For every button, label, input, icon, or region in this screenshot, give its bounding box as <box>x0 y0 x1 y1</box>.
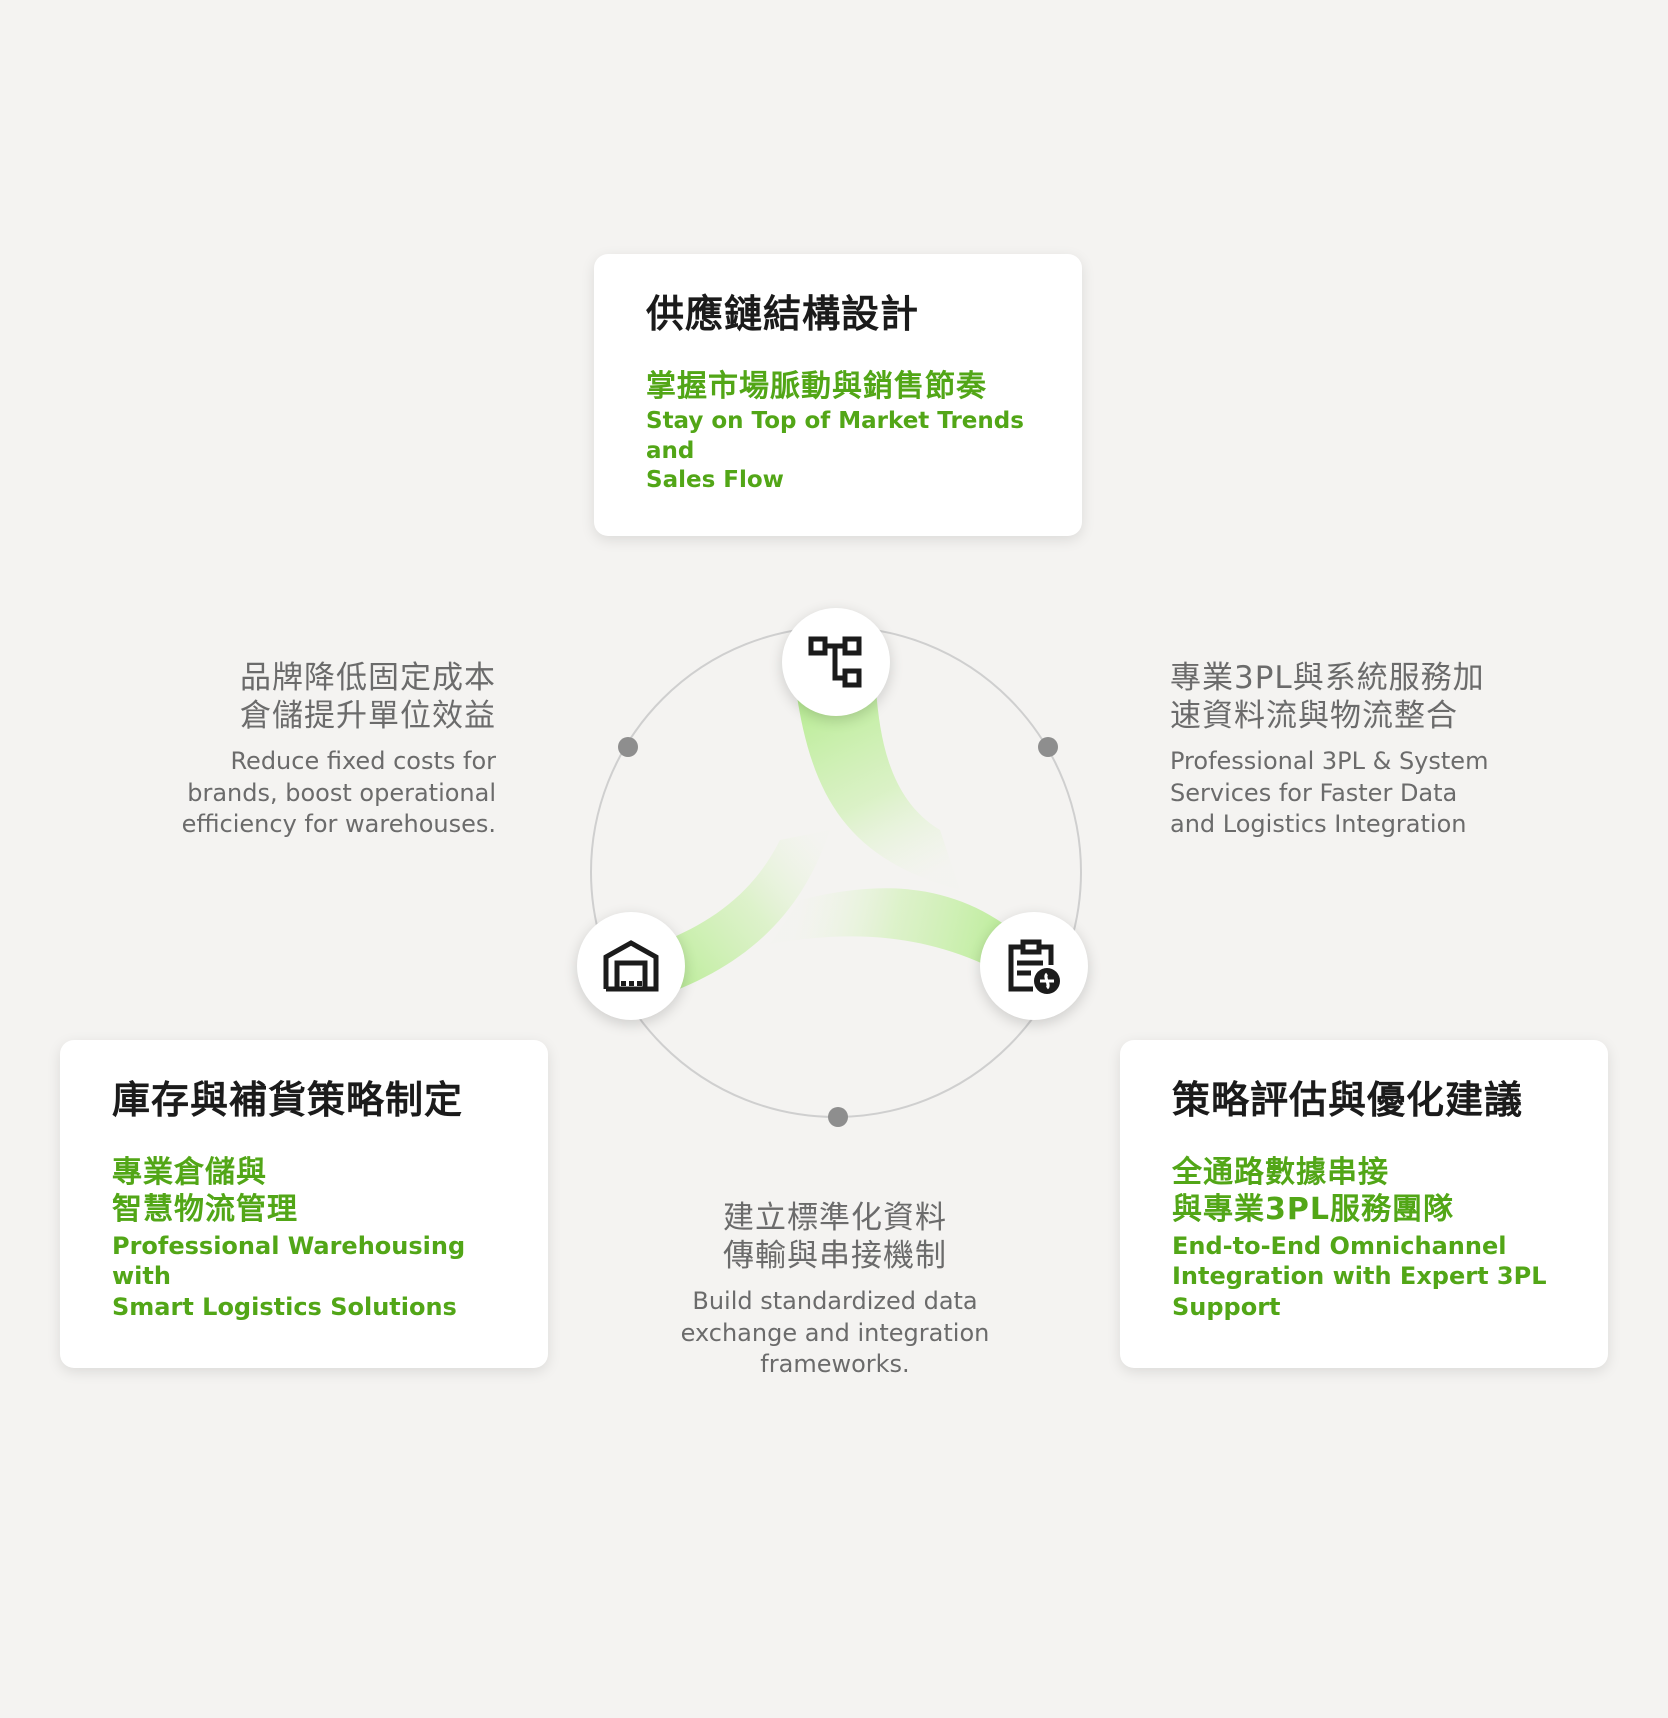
ring-dot-left <box>618 737 638 757</box>
benefit-data-exchange: 建立標準化資料 傳輸與串接機制 Build standardized data … <box>650 1200 1020 1381</box>
card-strategy-evaluation: 策略評估與優化建議 全通路數據串接 與專業3PL服務團隊 End-to-End … <box>1120 1040 1608 1368</box>
clipboard-globe-icon <box>1008 939 1060 994</box>
node-supply-chain <box>782 608 890 716</box>
warehouse-icon <box>603 940 659 992</box>
benefit-text-en: Build standardized data exchange and int… <box>680 1286 990 1379</box>
card-supply-chain-design: 供應鏈結構設計 掌握市場脈動與銷售節奏 Stay on Top of Marke… <box>594 254 1082 536</box>
org-chart-icon <box>808 636 862 688</box>
card-subtitle-zh: 掌握市場脈動與銷售節奏 <box>646 368 987 404</box>
card-subtitle-zh: 專業倉儲與 智慧物流管理 <box>112 1154 298 1228</box>
card-title: 庫存與補貨策略制定 <box>112 1078 464 1122</box>
card-title: 策略評估與優化建議 <box>1172 1078 1524 1122</box>
card-subtitle-en: End-to-End Omnichannel Integration with … <box>1172 1231 1547 1322</box>
ring-dot-bottom <box>828 1107 848 1127</box>
ring-dot-right <box>1038 737 1058 757</box>
card-subtitle-en: Professional Warehousing with Smart Logi… <box>112 1231 466 1322</box>
card-subtitle-en: Stay on Top of Market Trends and Sales F… <box>646 408 1024 493</box>
benefit-cost-reduction: 品牌降低固定成本 倉儲提升單位效益 Reduce fixed costs for… <box>140 660 496 841</box>
benefit-text-zh: 建立標準化資料 傳輸與串接機制 <box>723 1200 947 1274</box>
node-warehouse <box>577 912 685 1020</box>
benefit-text-zh: 專業3PL與系統服務加 速資料流與物流整合 <box>1170 660 1485 734</box>
node-strategy <box>980 912 1088 1020</box>
benefit-text-en: Reduce fixed costs for brands, boost ope… <box>181 746 496 839</box>
flow-band-top <box>796 690 960 890</box>
card-inventory-strategy: 庫存與補貨策略制定 專業倉儲與 智慧物流管理 Professional Ware… <box>60 1040 548 1368</box>
benefit-3pl-integration: 專業3PL與系統服務加 速資料流與物流整合 Professional 3PL &… <box>1170 660 1550 841</box>
benefit-text-zh: 品牌降低固定成本 倉儲提升單位效益 <box>240 660 496 734</box>
benefit-text-en: Professional 3PL & System Services for F… <box>1170 746 1489 839</box>
card-subtitle-zh: 全通路數據串接 與專業3PL服務團隊 <box>1172 1154 1454 1228</box>
card-title: 供應鏈結構設計 <box>646 292 920 336</box>
